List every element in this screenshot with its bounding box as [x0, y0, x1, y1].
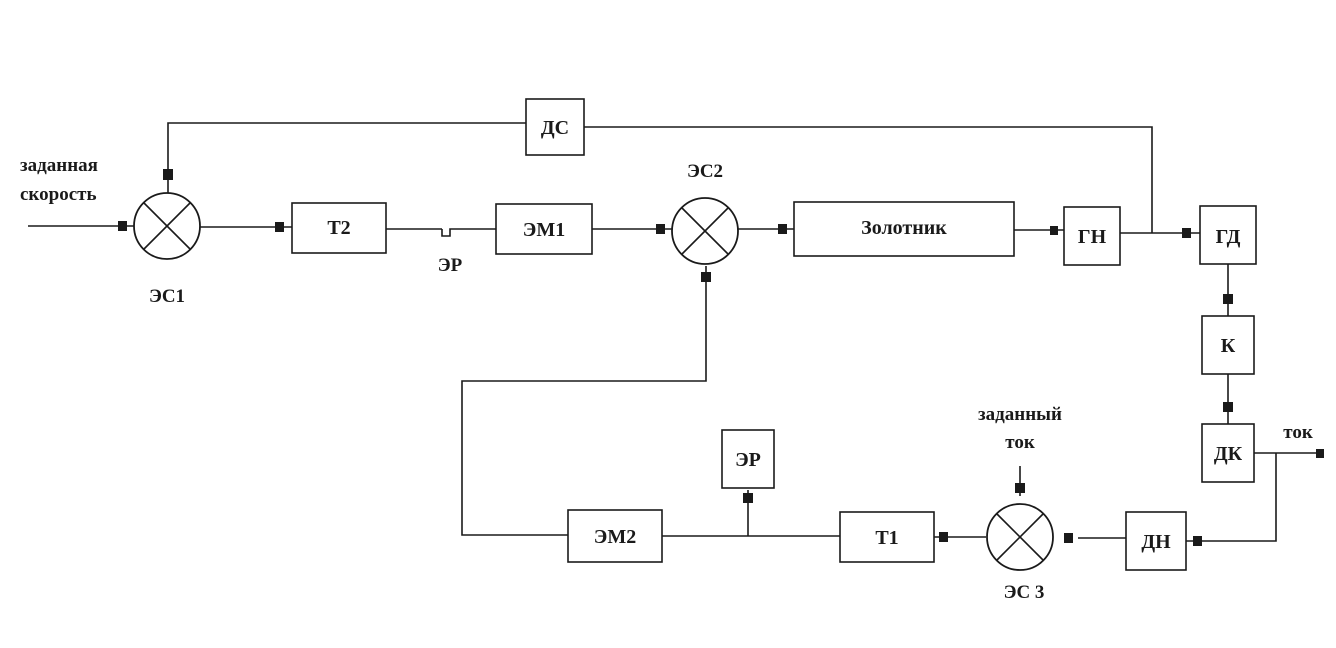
block-zolotnik-label: Золотник [861, 217, 947, 239]
block-em2: ЭМ2 [567, 509, 663, 563]
block-k-label: К [1221, 335, 1236, 357]
arrow-in-es1-left [118, 221, 127, 231]
arrow-in-es2-bottom [701, 272, 711, 282]
arrow-in-t1 [939, 532, 948, 542]
block-k: К [1201, 315, 1255, 375]
block-em1-label: ЭМ1 [523, 219, 565, 241]
connection-lines [28, 122, 1322, 542]
arrow-in-k [1223, 294, 1233, 304]
block-er2: ЭР [721, 429, 775, 489]
block-gd-label: ГД [1216, 226, 1241, 248]
block-t1: Т1 [839, 511, 935, 563]
block-dk-label: ДК [1214, 443, 1243, 465]
wire-dk-dn [1186, 453, 1277, 542]
block-dn: ДН [1125, 511, 1187, 571]
block-ds: ДС [525, 98, 585, 156]
arrow-in-dn [1193, 536, 1202, 546]
arrow-in-es3-right [1064, 533, 1073, 543]
block-gn-label: ГН [1078, 226, 1107, 248]
block-gd: ГД [1199, 205, 1257, 265]
wire-speed-feedback [584, 126, 1153, 233]
block-em2-label: ЭМ2 [594, 526, 636, 548]
wire-em2-es2 [461, 266, 707, 536]
current-setpoint-label-line1: заданный [978, 404, 1062, 425]
block-er2-label: ЭР [735, 449, 761, 471]
current-output-label: ток [1283, 422, 1313, 443]
arrow-in-zolotnik [778, 224, 787, 234]
summator-es2 [671, 197, 739, 265]
current-setpoint-label-line2: ток [1005, 432, 1035, 453]
block-ds-label: ДС [541, 117, 569, 139]
block-t1-label: Т1 [875, 527, 898, 549]
summator-es2-label: ЭС2 [687, 161, 723, 182]
summator-es3 [986, 503, 1054, 571]
arrow-in-gd [1182, 228, 1191, 238]
er1-label: ЭР [438, 255, 463, 276]
arrow-current-out [1316, 449, 1324, 458]
arrow-in-dk [1223, 402, 1233, 412]
block-em1: ЭМ1 [495, 203, 593, 255]
block-zolotnik: Золотник [793, 201, 1015, 257]
speed-setpoint-label-line1: заданная [20, 155, 98, 176]
arrow-markers [118, 169, 1324, 546]
block-gn: ГН [1063, 206, 1121, 266]
arrow-in-er2 [743, 493, 753, 503]
summator-es1 [133, 192, 201, 260]
block-dk: ДК [1201, 423, 1255, 483]
block-t2-label: Т2 [327, 217, 350, 239]
arrow-in-es3-top [1015, 483, 1025, 493]
speed-setpoint-label-line2: скорость [20, 184, 97, 205]
wire-ds-es1 [167, 122, 526, 194]
block-t2: Т2 [291, 202, 387, 254]
arrow-in-gn [1050, 226, 1058, 235]
block-dn-label: ДН [1141, 531, 1171, 553]
summator-es1-label: ЭС1 [149, 286, 185, 307]
arrow-in-es2-left [656, 224, 665, 234]
arrow-in-es1-top [163, 169, 173, 180]
summator-es3-label: ЭС 3 [1004, 582, 1045, 603]
arrow-in-t2 [275, 222, 284, 232]
wire-er1-em1 [441, 228, 496, 237]
